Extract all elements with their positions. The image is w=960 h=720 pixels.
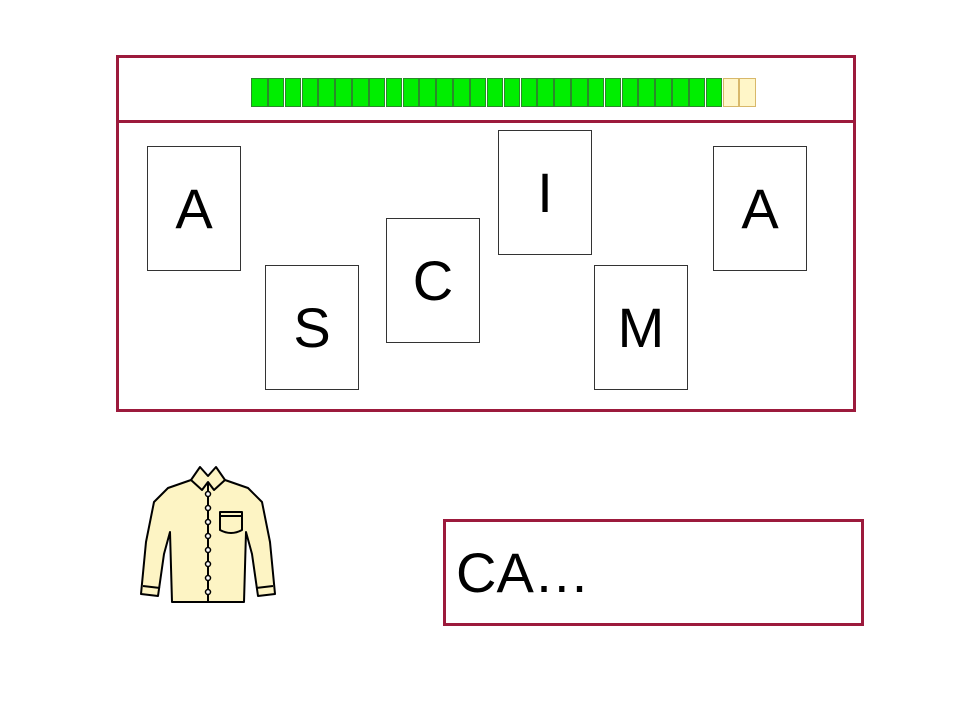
answer-text: CA… bbox=[456, 541, 590, 604]
progress-cell-done bbox=[419, 78, 436, 107]
letter-card-a-2[interactable]: A bbox=[713, 146, 807, 271]
progress-cell-done bbox=[352, 78, 369, 107]
progress-cell-done bbox=[335, 78, 352, 107]
progress-cell-done bbox=[469, 78, 487, 107]
progress-cell-done bbox=[655, 78, 672, 107]
progress-cell-done bbox=[571, 78, 588, 107]
letter-card-m[interactable]: M bbox=[594, 265, 688, 390]
letter-card-i[interactable]: I bbox=[498, 130, 592, 255]
shirt-icon bbox=[136, 462, 281, 607]
letter-card-a-1[interactable]: A bbox=[147, 146, 241, 271]
answer-box: CA… bbox=[443, 519, 864, 626]
progress-cell-done bbox=[587, 78, 605, 107]
progress-cell-done bbox=[554, 78, 571, 107]
progress-cell-done bbox=[402, 78, 420, 107]
progress-cell-done bbox=[621, 78, 639, 107]
progress-cell-done bbox=[520, 78, 537, 107]
progress-cell-done bbox=[436, 78, 453, 107]
progress-cell-done bbox=[486, 78, 504, 107]
letter-card-c[interactable]: C bbox=[386, 218, 480, 343]
progress-bar bbox=[251, 78, 756, 107]
progress-cell-done bbox=[604, 78, 622, 107]
progress-cell-done bbox=[638, 78, 655, 107]
progress-cell-done bbox=[453, 78, 470, 107]
letter-card-s[interactable]: S bbox=[265, 265, 359, 390]
progress-cell-done bbox=[503, 78, 521, 107]
progress-cell-remaining bbox=[739, 78, 756, 107]
progress-cell-remaining bbox=[722, 78, 740, 107]
progress-cell-done bbox=[385, 78, 403, 107]
progress-cell-done bbox=[318, 78, 335, 107]
game-board: A S C I M A bbox=[116, 55, 856, 412]
board-divider bbox=[119, 120, 853, 123]
progress-cell-done bbox=[284, 78, 302, 107]
progress-cell-done bbox=[251, 78, 268, 107]
progress-cell-done bbox=[537, 78, 554, 107]
progress-cell-done bbox=[301, 78, 319, 107]
progress-cell-done bbox=[672, 78, 689, 107]
progress-cell-done bbox=[368, 78, 386, 107]
progress-cell-done bbox=[688, 78, 706, 107]
progress-cell-done bbox=[705, 78, 723, 107]
progress-cell-done bbox=[267, 78, 285, 107]
